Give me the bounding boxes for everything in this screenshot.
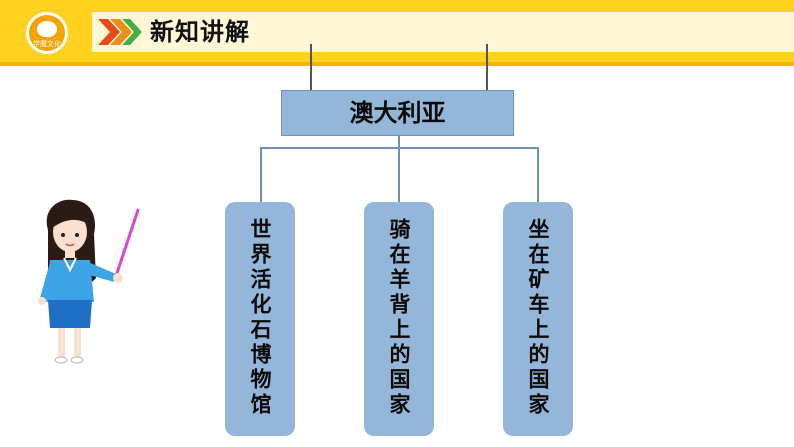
connector-middle xyxy=(398,147,400,202)
connector-trunk xyxy=(398,136,400,148)
connector-left xyxy=(260,147,262,202)
child-node-3-label: 坐在矿车上的国家 xyxy=(526,218,550,418)
logo-icon: 学魔文化 xyxy=(26,12,68,54)
child-node-2-label: 骑在羊背上的国家 xyxy=(387,218,411,418)
child-node-1: 世界活化石博物馆 xyxy=(225,202,295,436)
logo-face xyxy=(37,21,57,37)
chevron-right-icon xyxy=(98,19,142,45)
hanging-string-left xyxy=(310,44,312,96)
child-node-1-label: 世界活化石博物馆 xyxy=(248,218,272,418)
teacher-illustration xyxy=(38,199,140,364)
hanging-string-right xyxy=(486,44,488,96)
connector-right xyxy=(537,147,539,202)
header-underline xyxy=(0,62,794,66)
child-node-2: 骑在羊背上的国家 xyxy=(364,202,434,436)
root-node: 澳大利亚 xyxy=(281,90,514,136)
header-title-panel xyxy=(92,12,794,52)
page-title: 新知讲解 xyxy=(150,18,250,46)
logo-text: 学魔文化 xyxy=(33,40,61,48)
child-node-3: 坐在矿车上的国家 xyxy=(503,202,573,436)
